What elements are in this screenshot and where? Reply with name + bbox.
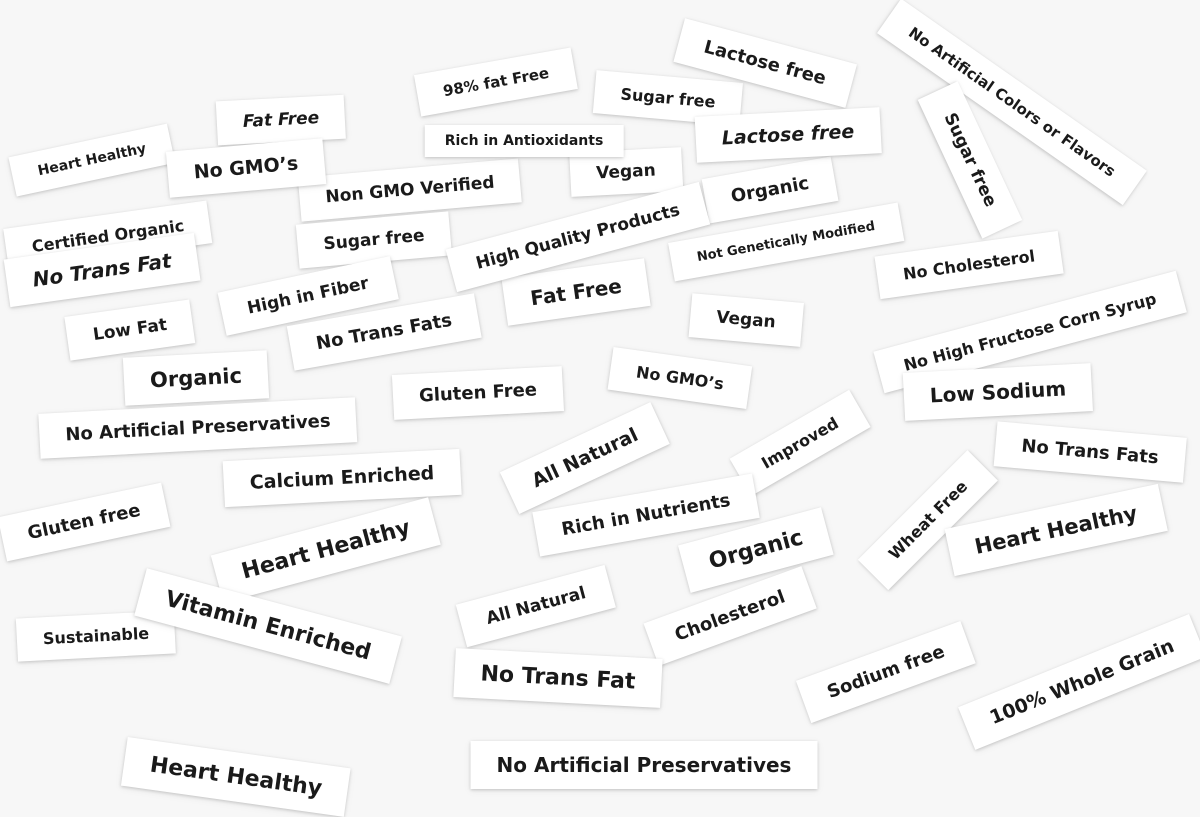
food-label-card: No Trans Fat bbox=[453, 648, 663, 708]
food-label-card: Gluten free bbox=[0, 482, 171, 562]
food-label-card: Sodium free bbox=[795, 620, 977, 724]
food-label-card: Rich in Antioxidants bbox=[424, 125, 624, 157]
food-label-card: Lactose free bbox=[694, 107, 882, 163]
food-label-card: Organic bbox=[701, 156, 839, 224]
food-label-card: Vegan bbox=[688, 293, 804, 347]
food-label-card: No Artificial Preservatives bbox=[470, 741, 818, 789]
food-label-card: 98% fat Free bbox=[413, 47, 579, 117]
food-label-card: All Natural bbox=[455, 564, 617, 648]
food-label-card: No Artificial Colors or Flavors bbox=[876, 0, 1148, 206]
food-label-card: Gluten Free bbox=[391, 366, 565, 420]
food-label-card: Non GMO Verified bbox=[297, 158, 523, 222]
food-label-card: Low Sodium bbox=[902, 363, 1094, 421]
food-label-card: No GMO’s bbox=[607, 346, 753, 410]
food-label-card: Heart Healthy bbox=[120, 737, 352, 817]
food-label-card: Heart Healthy bbox=[8, 123, 176, 197]
food-label-card: 100% Whole Grain bbox=[958, 614, 1200, 750]
food-label-card: No Artificial Preservatives bbox=[38, 397, 358, 459]
food-label-card: Low Fat bbox=[64, 299, 196, 361]
food-label-card: Fat Free bbox=[215, 94, 347, 146]
food-label-card: Organic bbox=[122, 350, 270, 406]
food-label-card: Heart Healthy bbox=[210, 497, 442, 603]
food-label-card: No Trans Fats bbox=[993, 421, 1187, 483]
